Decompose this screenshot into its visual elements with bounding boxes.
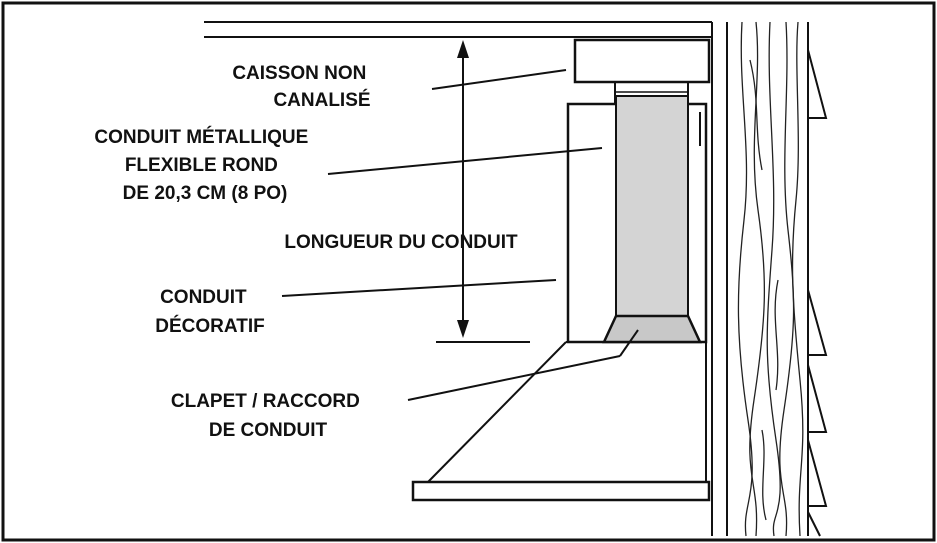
label-duct-length: LONGUEUR DU CONDUIT — [284, 232, 518, 253]
non-ducted-box — [573, 38, 711, 84]
leader-lines — [281, 69, 639, 401]
flexible-metal-duct — [615, 95, 689, 317]
label-damper-connector: CLAPET / RACCORD DE CONDUIT — [171, 391, 365, 441]
hood-canopy — [427, 341, 707, 483]
hood-bottom-panel — [411, 480, 711, 502]
label-decorative-duct: CONDUIT DÉCORATIF — [155, 287, 264, 337]
label-non-ducted-box: CAISSON NON CANALISÉ — [232, 63, 371, 111]
ceiling — [204, 21, 712, 38]
duct-length-dimension-arrow — [436, 40, 530, 343]
wood-stud-grain — [737, 21, 804, 537]
exterior-siding — [807, 49, 828, 537]
wall — [711, 22, 809, 536]
damper-duct-connector — [602, 314, 702, 344]
label-flexible-metal-duct: CONDUIT MÉTALLIQUE FLEXIBLE ROND DE 20,3… — [94, 126, 313, 204]
